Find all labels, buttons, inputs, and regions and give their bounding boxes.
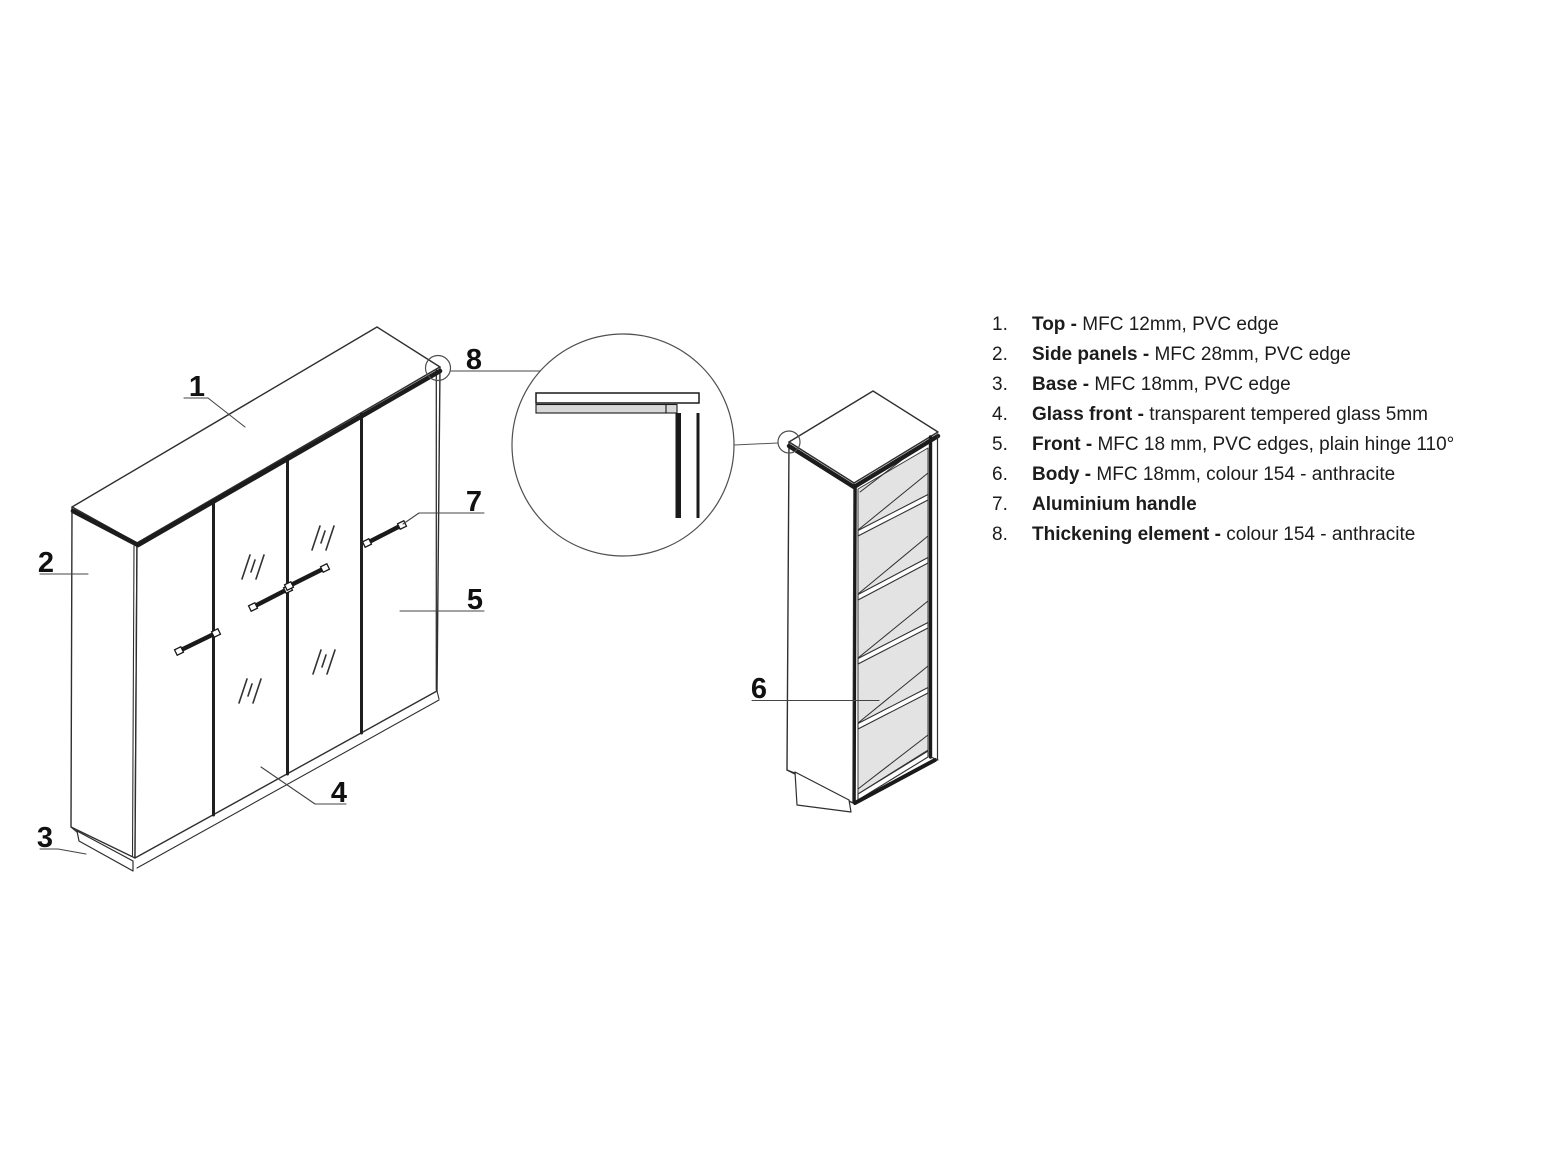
glass-mark (311, 525, 335, 551)
detail-leader-right (733, 442, 779, 446)
leader-4 (260, 766, 347, 805)
glass-reflection-marks (238, 525, 336, 704)
door-handles (173, 519, 408, 657)
legend-number: 7. (992, 494, 1008, 515)
tall-cabinet (786, 390, 941, 813)
legend-text: Front - MFC 18 mm, PVC edges, plain hing… (1032, 434, 1455, 455)
legend-item-2: 2. Side panels - MFC 28mm, PVC edge (992, 340, 1454, 370)
legend-text: Top - MFC 12mm, PVC edge (1032, 314, 1279, 335)
parts-legend: 1. Top - MFC 12mm, PVC edge 2. Side pane… (992, 310, 1454, 550)
label-3: 3 (37, 822, 53, 854)
detail-circle (511, 333, 735, 557)
top-edge-band (70, 368, 443, 548)
legend-text: Body - MFC 18mm, colour 154 - anthracite (1032, 464, 1396, 485)
shelf (857, 556, 929, 601)
label-2: 2 (38, 547, 54, 579)
label-5: 5 (467, 584, 483, 616)
detail-side-panel-section (696, 413, 700, 518)
part-number-labels: 1 2 3 4 5 6 7 8 (37, 344, 767, 854)
legend-item-6: 6. Body - MFC 18mm, colour 154 - anthrac… (992, 460, 1454, 490)
detail-thickening-element (535, 403, 667, 414)
tall-cabinet-plinth (794, 771, 852, 813)
base-top-rear-edge (857, 734, 929, 790)
detail-door-section (675, 413, 681, 518)
plinth-step-line (70, 826, 78, 833)
label-4: 4 (331, 777, 347, 809)
aluminium-handle (283, 562, 331, 592)
leader-7 (402, 512, 485, 525)
tall-cabinet-interior-back (857, 447, 929, 795)
legend-text: Side panels - MFC 28mm, PVC edge (1032, 344, 1351, 365)
legend-text: Thickening element - colour 154 - anthra… (1032, 524, 1416, 545)
base-right-corner (436, 690, 440, 700)
legend-item-3: 3. Base - MFC 18mm, PVC edge (992, 370, 1454, 400)
shelves (857, 472, 929, 730)
right-bottom-corner (930, 756, 939, 761)
legend-text: Glass front - transparent tempered glass… (1032, 404, 1428, 425)
shelf (857, 621, 929, 665)
legend-number: 4. (992, 404, 1008, 425)
legend-number: 3. (992, 374, 1008, 395)
glass-mark (241, 554, 265, 580)
main-cabinet-side-panel (70, 506, 138, 859)
glass-mark (312, 649, 336, 675)
label-1: 1 (189, 371, 205, 403)
aluminium-handle (173, 627, 222, 657)
detail-view (511, 333, 779, 557)
detail-thickening-end-cell (665, 403, 678, 414)
legend-number: 1. (992, 314, 1008, 335)
legend-text: Base - MFC 18mm, PVC edge (1032, 374, 1291, 395)
base-front-band (853, 758, 937, 805)
label-8: 8 (466, 344, 482, 376)
main-cabinet-plinth (76, 830, 134, 872)
tall-cabinet-base (857, 750, 929, 801)
glass-mark (238, 678, 262, 704)
aluminium-handle (361, 519, 408, 549)
main-cabinet (70, 326, 443, 872)
side-panel-front-edge-line (131, 545, 135, 857)
leader-3 (39, 848, 87, 855)
detail-top-panel (535, 392, 700, 404)
tall-plinth-step (786, 769, 796, 774)
callouts (39, 354, 880, 855)
label-6: 6 (751, 673, 767, 705)
shelf (857, 493, 929, 537)
legend-item-1: 1. Top - MFC 12mm, PVC edge (992, 310, 1454, 340)
legend-item-4: 4. Glass front - transparent tempered gl… (992, 400, 1454, 430)
shelf (857, 686, 929, 730)
legend-number: 5. (992, 434, 1008, 455)
legend-item-8: 8. Thickening element - colour 154 - ant… (992, 520, 1454, 550)
detail-marker-main-cabinet (424, 354, 452, 382)
tall-top-edge-band (786, 433, 941, 490)
detail-marker-tall-cabinet (777, 430, 801, 454)
leader-1 (183, 397, 246, 428)
legend-item-7: 7. Aluminium handle (992, 490, 1454, 520)
side-panel-inner-edge (853, 485, 857, 804)
label-7: 7 (466, 486, 482, 518)
tall-cabinet-side-panel (786, 441, 855, 804)
legend-text: Aluminium handle (1032, 494, 1197, 515)
legend-number: 2. (992, 344, 1008, 365)
base-front-edge (136, 699, 440, 869)
legend-number: 6. (992, 464, 1008, 485)
legend-number: 8. (992, 524, 1008, 545)
legend-item-5: 5. Front - MFC 18 mm, PVC edges, plain h… (992, 430, 1454, 460)
